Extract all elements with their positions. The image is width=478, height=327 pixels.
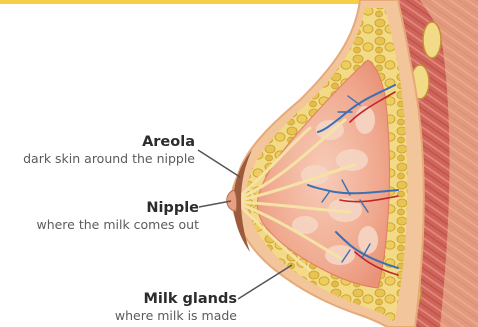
nipple-title: Nipple [36, 199, 199, 217]
areola-label: Areola dark skin around the nipple [23, 133, 195, 167]
milk-glands-pointer-line [238, 265, 292, 299]
nipple-description: where the milk comes out [36, 217, 199, 233]
areola-title: Areola [23, 133, 195, 151]
areola-description: dark skin around the nipple [23, 151, 195, 167]
milk-glands-description: where milk is made [115, 308, 237, 324]
milk-glands-title: Milk glands [115, 290, 237, 308]
nipple-pointer-line [199, 201, 231, 207]
nipple-label: Nipple where the milk comes out [36, 199, 199, 233]
milk-glands-label: Milk glands where milk is made [115, 290, 237, 324]
areola-pointer-line [198, 150, 240, 177]
nipple-shape [227, 190, 237, 211]
